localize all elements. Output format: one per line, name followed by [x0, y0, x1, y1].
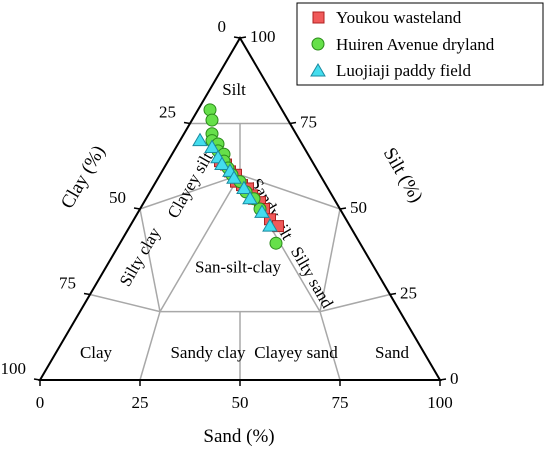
data-point-triangle	[236, 180, 252, 194]
silt-tick-label: 100	[250, 27, 276, 46]
data-point-triangle	[262, 218, 278, 232]
legend-label-luojiaji: Luojiaji paddy field	[336, 61, 472, 80]
clay-tick	[33, 378, 41, 381]
data-point-triangle	[192, 132, 208, 147]
region-label-silty-sand: Silty sand	[287, 243, 337, 311]
legend-triangle-marker	[310, 63, 326, 77]
clay-tick-label: 75	[59, 274, 76, 293]
data-point-triangle	[214, 156, 230, 171]
region-label-sand: Sand	[375, 343, 410, 362]
boundary-silty-clay	[139, 208, 161, 312]
clay-tick	[233, 36, 241, 39]
boundary-clay	[89, 293, 161, 313]
region-label-san-silt-clay: San-silt-clay	[195, 258, 281, 277]
legend-label-youkou: Youkou wasteland	[336, 8, 462, 27]
tick-labels: 0 0 0 25 25 25 50 50 50 75 75 75 100 100 100	[1, 17, 459, 412]
axis-ticks	[33, 36, 447, 386]
boundary-silty-sand	[319, 208, 341, 312]
legend-box	[296, 2, 544, 86]
clay-tick-label: 25	[159, 103, 176, 122]
silt-tick-label: 25	[400, 284, 417, 303]
silt-tick	[239, 36, 247, 39]
sand-tick-label: 0	[36, 393, 45, 412]
sand-tick-label: 100	[427, 393, 453, 412]
legend-item-youkou: Youkou wasteland	[312, 8, 462, 27]
silt-tick	[339, 207, 347, 210]
silt-tick	[439, 378, 447, 381]
region-label-clayey-sand: Clayey sand	[254, 343, 338, 362]
clay-tick-label: 50	[109, 188, 126, 207]
data-point-triangle	[242, 190, 258, 205]
silt-axis-label: Silt (%)	[379, 144, 427, 206]
silt-tick-label: 75	[300, 113, 317, 132]
legend-circle-marker	[311, 37, 325, 51]
boundary-sand	[319, 293, 391, 313]
sand-tick-label: 50	[232, 393, 249, 412]
region-label-silty-clay: Silty clay	[116, 224, 165, 290]
data-point-triangle	[204, 139, 220, 153]
clay-tick-label: 0	[218, 17, 227, 36]
clay-tick	[133, 207, 141, 210]
sand-tick-label: 75	[332, 393, 349, 412]
boundary-sandy-clay-left	[139, 311, 161, 381]
legend-item-luojiaji: Luojiaji paddy field	[310, 61, 472, 80]
clay-tick	[183, 121, 191, 125]
silt-tick-label: 0	[450, 369, 459, 388]
silt-tick	[389, 292, 397, 296]
data-point-triangle	[254, 204, 270, 218]
data-points	[192, 103, 284, 250]
boundary-sandy-silt	[239, 174, 341, 210]
legend-label-huiren: Huiren Avenue dryland	[336, 35, 495, 54]
clay-axis-label: Clay (%)	[57, 142, 110, 212]
sand-axis-label: Sand (%)	[203, 426, 274, 447]
clay-tick	[83, 292, 91, 296]
data-point-triangle	[226, 170, 242, 184]
boundary-center-left	[159, 174, 241, 312]
data-point-circle	[269, 236, 283, 250]
legend-square-marker	[312, 11, 325, 24]
data-point-circle	[205, 113, 219, 127]
region-label-sandy-clay: Sandy clay	[170, 343, 246, 362]
region-label-silt: Silt	[222, 80, 246, 99]
sand-tick-label: 25	[132, 393, 149, 412]
silt-tick-label: 50	[350, 198, 367, 217]
legend: Youkou wasteland Huiren Avenue dryland L…	[296, 2, 544, 86]
clay-tick-label: 100	[1, 359, 27, 378]
boundary-clayey-silt	[139, 174, 241, 210]
region-label-clay: Clay	[80, 343, 113, 362]
silt-tick	[289, 121, 297, 125]
legend-item-huiren: Huiren Avenue dryland	[311, 35, 495, 54]
boundary-clayey-sand	[319, 311, 341, 381]
